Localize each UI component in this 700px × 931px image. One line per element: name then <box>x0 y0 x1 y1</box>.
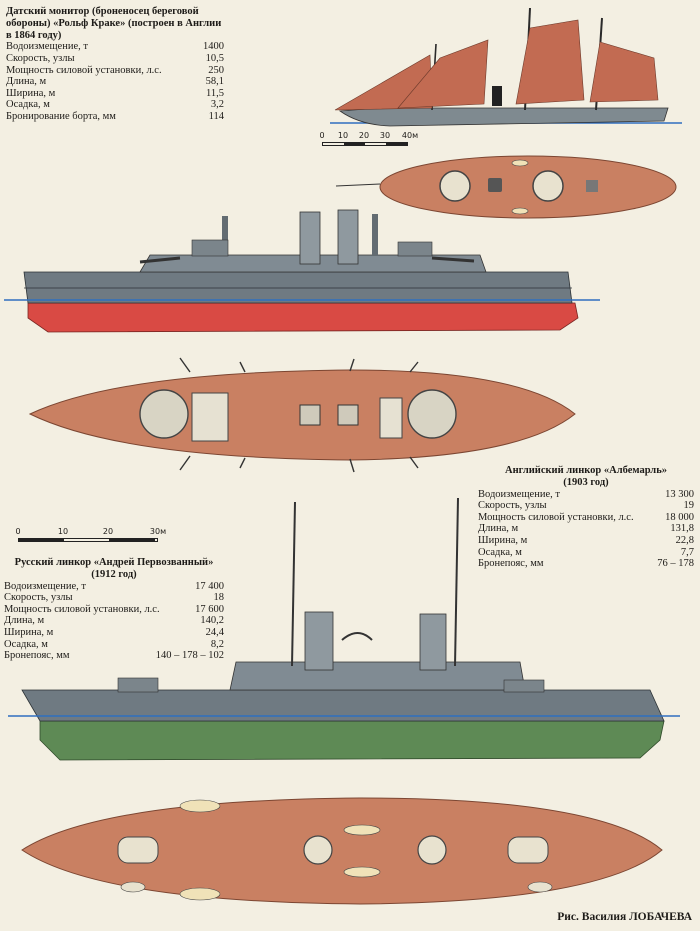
scale-mid-tick-1: 10 <box>57 527 69 536</box>
spec-row: Длина, м 140,2 <box>4 615 224 627</box>
spec-label: Бронирование борта, мм <box>6 110 116 122</box>
spec-value: 8,2 <box>210 638 224 650</box>
spec-row: Осадка, м 3,2 <box>6 99 224 111</box>
spec-row: Осадка, м 8,2 <box>4 639 224 651</box>
spec-value: 7,7 <box>680 546 694 558</box>
spec-value: 13 300 <box>665 488 694 500</box>
spec-label: Ширина, м <box>6 87 56 99</box>
andrey-title: Русский линкор «Андрей Первозванный» <box>14 557 214 568</box>
scale-top-tick-0: 0 <box>319 131 325 140</box>
spec-value: 1400 <box>203 41 224 53</box>
albemarle-side-view <box>4 209 600 333</box>
scale-mid-tick-2: 20 <box>102 527 114 536</box>
spec-row: Ширина, м 22,8 <box>478 535 694 547</box>
andrey-year: (1912 год) <box>91 568 137 580</box>
monitor-side-view <box>330 7 682 127</box>
spec-label: Ширина, м <box>478 534 528 546</box>
monitor-top-view <box>335 155 677 219</box>
spec-value: 140 – 178 – 102 <box>155 650 224 662</box>
spec-label: Скорость, узлы <box>4 592 73 604</box>
spec-row: Водоизмещение, т 17 400 <box>4 581 224 593</box>
spec-value: 22,8 <box>675 534 694 546</box>
spec-row: Скорость, узлы 18 <box>4 592 224 604</box>
spec-label: Длина, м <box>478 523 519 535</box>
spec-row: Скорость, узлы 10,5 <box>6 53 224 65</box>
spec-value: 17 600 <box>195 603 224 615</box>
spec-value: 250 <box>208 64 224 76</box>
spec-value: 18 <box>213 592 225 604</box>
spec-label: Скорость, узлы <box>478 500 547 512</box>
scale-top-tick-1: 10 <box>337 131 349 140</box>
spec-label: Длина, м <box>4 615 45 627</box>
spec-row: Мощность силовой установки, л.с. 18 000 <box>478 512 694 524</box>
spec-row: Мощность силовой установки, л.с. 250 <box>6 65 224 77</box>
spec-value: 3,2 <box>210 99 224 111</box>
spec-label: Мощность силовой установки, л.с. <box>6 64 162 76</box>
scale-top-tick-3: 30 <box>379 131 391 140</box>
spec-row: Водоизмещение, т 1400 <box>6 41 224 53</box>
spec-row: Водоизмещение, т 13 300 <box>478 489 694 501</box>
albemarle-title: Английский линкор «Албемарль» <box>504 465 667 476</box>
spec-value: 114 <box>208 110 224 122</box>
spec-label: Мощность силовой установки, л.с. <box>4 603 160 615</box>
spec-label: Бронепояс, мм <box>478 558 544 570</box>
albemarle-year: (1903 год) <box>563 476 609 488</box>
spec-row: Ширина, м 11,5 <box>6 88 224 100</box>
spec-row: Ширина, м 24,4 <box>4 627 224 639</box>
scale-mid-tick-3: 30м <box>149 527 167 536</box>
spec-label: Осадка, м <box>4 638 48 650</box>
spec-label: Мощность силовой установки, л.с. <box>478 511 634 523</box>
spec-row: Длина, м 58,1 <box>6 76 224 88</box>
spec-label: Бронепояс, мм <box>4 650 70 662</box>
spec-label: Водоизмещение, т <box>4 580 86 592</box>
illustration-credit: Рис. Василия ЛОБАЧЕВА <box>557 911 692 923</box>
albemarle-spec-block: Английский линкор «Албемарль» (1903 год)… <box>478 465 694 570</box>
scale-top-tick-4: 40м <box>401 131 419 140</box>
spec-value: 140,2 <box>200 615 224 627</box>
spec-label: Ширина, м <box>4 626 54 638</box>
spec-value: 19 <box>683 500 695 512</box>
spec-row: Бронепояс, мм 140 – 178 – 102 <box>4 650 224 662</box>
andrey-spec-block: Русский линкор «Андрей Первозванный» (19… <box>4 557 224 662</box>
spec-value: 76 – 178 <box>657 558 694 570</box>
spec-row: Мощность силовой установки, л.с. 17 600 <box>4 604 224 616</box>
spec-row: Длина, м 131,8 <box>478 523 694 535</box>
andrey-top-view <box>21 797 663 905</box>
spec-label: Водоизмещение, т <box>6 41 88 53</box>
spec-value: 18 000 <box>665 511 694 523</box>
spec-row: Бронирование борта, мм 114 <box>6 111 224 123</box>
spec-value: 17 400 <box>195 580 224 592</box>
spec-label: Водоизмещение, т <box>478 488 560 500</box>
andrey-side-view <box>8 497 680 761</box>
spec-value: 131,8 <box>670 523 694 535</box>
spec-value: 24,4 <box>205 626 224 638</box>
spec-label: Осадка, м <box>6 99 50 111</box>
spec-value: 10,5 <box>205 52 224 64</box>
spec-value: 58,1 <box>205 76 224 88</box>
spec-label: Длина, м <box>6 76 47 88</box>
spec-row: Скорость, узлы 19 <box>478 500 694 512</box>
scale-mid-tick-0: 0 <box>15 527 21 536</box>
monitor-spec-block: Датский монитор (броненосец береговой об… <box>6 6 224 123</box>
spec-row: Осадка, м 7,7 <box>478 547 694 559</box>
spec-label: Скорость, узлы <box>6 52 75 64</box>
albemarle-top-view <box>28 357 576 473</box>
scale-top-tick-2: 20 <box>358 131 370 140</box>
monitor-title: Датский монитор (броненосец береговой об… <box>6 6 222 41</box>
spec-row: Бронепояс, мм 76 – 178 <box>478 558 694 570</box>
spec-label: Осадка, м <box>478 546 522 558</box>
spec-value: 11,5 <box>206 87 224 99</box>
